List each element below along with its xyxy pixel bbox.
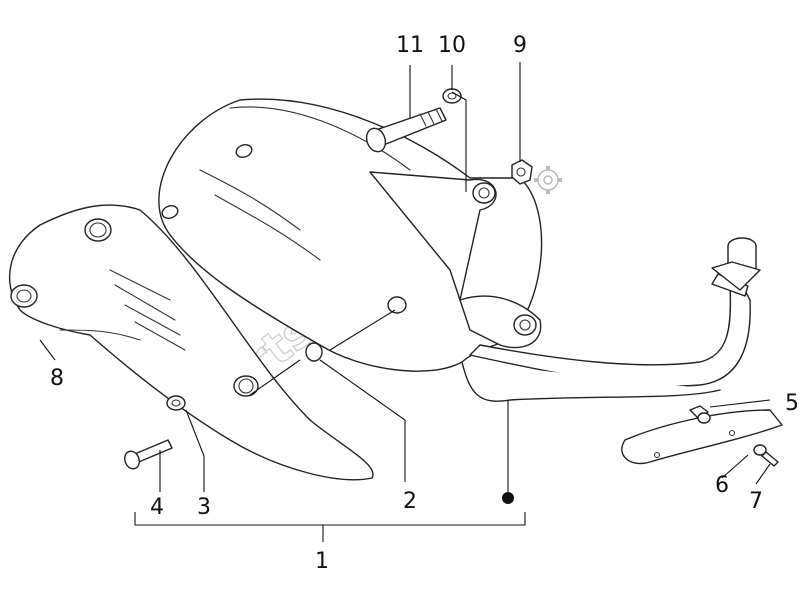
callout-6: 6	[715, 473, 729, 498]
callout-7: 7	[749, 489, 763, 514]
muffler-body	[158, 98, 543, 372]
callout-4: 4	[150, 495, 164, 520]
callout-9: 9	[513, 33, 527, 58]
leader-lines	[39, 62, 771, 542]
callout-8: 8	[50, 366, 64, 391]
heat-shield	[8, 204, 374, 481]
callout-3: 3	[197, 495, 211, 520]
callout-10: 10	[438, 33, 466, 58]
callout-5: 5	[785, 391, 799, 416]
exhaust-pipe	[461, 237, 761, 402]
screw-part-4	[124, 439, 173, 470]
leader-dot	[502, 492, 514, 504]
spacer-part-2	[305, 296, 407, 362]
washer-part-3	[166, 395, 186, 411]
bolt-part-11	[365, 107, 447, 153]
nut-part-9	[511, 159, 533, 185]
callout-numbers: 11 10 9 8 4 3 2 1 5 6 7	[50, 33, 799, 574]
gear-icon	[534, 166, 562, 194]
washer-part-6	[753, 444, 767, 456]
callout-11: 11	[396, 33, 424, 58]
clamp-part-5	[621, 405, 783, 465]
washer-part-10	[442, 88, 462, 104]
callout-2: 2	[403, 489, 417, 514]
callout-1: 1	[315, 549, 329, 574]
screw-part-7	[761, 451, 779, 467]
